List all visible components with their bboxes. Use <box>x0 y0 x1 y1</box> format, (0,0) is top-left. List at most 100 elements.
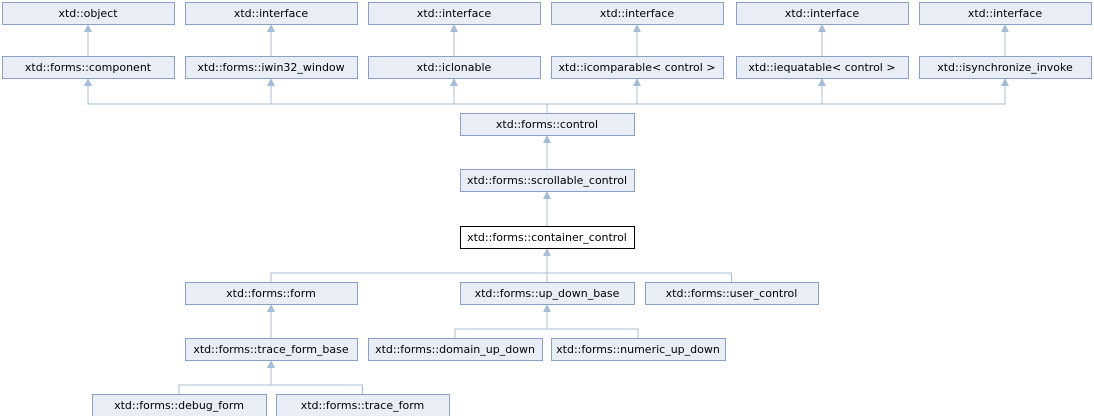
class-node-box <box>2 2 175 25</box>
inheritance-arrowhead-n4 <box>633 24 641 32</box>
inheritance-arrowhead-n14 <box>543 191 551 199</box>
current-class-node: xtd::forms::container_control <box>460 226 635 249</box>
class-node[interactable]: xtd::forms::trace_form_base <box>185 338 358 361</box>
class-node-label: xtd::forms::up_down_base <box>475 287 620 300</box>
class-node-box <box>919 2 1092 25</box>
class-node[interactable]: xtd::forms::numeric_up_down <box>551 338 726 361</box>
class-node-label: xtd::forms::user_control <box>666 287 798 300</box>
class-node[interactable]: xtd::interface <box>919 2 1092 25</box>
class-node-label: xtd::interface <box>785 7 860 20</box>
inheritance-arrowhead-n16 <box>267 304 275 312</box>
inheritance-arrowhead-n12 <box>1001 78 1009 86</box>
class-node-label: xtd::interface <box>234 7 309 20</box>
inheritance-arrowhead-n5 <box>818 24 826 32</box>
class-node-box <box>2 56 175 79</box>
class-node-label: xtd::iclonable <box>417 61 492 74</box>
class-node-label: xtd::forms::scrollable_control <box>467 174 627 187</box>
class-node[interactable]: xtd::iequatable< control > <box>736 56 909 79</box>
class-node[interactable]: xtd::interface <box>368 2 541 25</box>
class-node-label: xtd::forms::domain_up_down <box>375 343 535 356</box>
inheritance-edge-n18-n15 <box>546 254 732 282</box>
class-node[interactable]: xtd::forms::form <box>185 282 358 305</box>
class-node-label: xtd::forms::trace_form <box>301 399 425 412</box>
class-node-label: xtd::isynchronize_invoke <box>937 61 1073 74</box>
class-node-label: xtd::interface <box>417 7 492 20</box>
class-node[interactable]: xtd::forms::trace_form <box>276 394 450 416</box>
class-node[interactable]: xtd::forms::domain_up_down <box>368 338 543 361</box>
class-node-box <box>368 338 543 361</box>
class-node-box <box>551 2 724 25</box>
class-node-box <box>185 338 358 361</box>
class-node[interactable]: xtd::interface <box>551 2 724 25</box>
inheritance-arrowhead-n2 <box>267 24 275 32</box>
class-node[interactable]: xtd::isynchronize_invoke <box>919 56 1092 79</box>
class-node-label: xtd::forms::debug_form <box>114 399 244 412</box>
inheritance-arrowhead-n17 <box>543 304 551 312</box>
class-node-box <box>736 56 909 79</box>
class-node[interactable]: xtd::forms::control <box>460 113 635 136</box>
class-node-box <box>185 282 358 305</box>
class-node-box <box>551 338 726 361</box>
class-node-box <box>185 2 358 25</box>
class-node[interactable]: xtd::interface <box>185 2 358 25</box>
inheritance-arrowhead-n15 <box>543 248 551 256</box>
class-node[interactable]: xtd::forms::debug_form <box>92 394 267 416</box>
class-node[interactable]: xtd::icomparable< control > <box>551 56 724 79</box>
class-node-box <box>645 282 819 305</box>
inheritance-edge-n21-n17 <box>546 310 639 338</box>
inheritance-edge-n22-n19 <box>178 366 272 394</box>
inheritance-edge-n20-n17 <box>454 310 548 338</box>
class-node-label: xtd::interface <box>600 7 675 20</box>
class-node-label: xtd::interface <box>968 7 1043 20</box>
class-node-label: xtd::forms::control <box>496 118 598 131</box>
class-node-box <box>368 2 541 25</box>
inheritance-edge-n13-n12 <box>546 84 1006 113</box>
class-node-box <box>460 169 635 192</box>
class-node[interactable]: xtd::iclonable <box>368 56 541 79</box>
class-node[interactable]: xtd::forms::user_control <box>645 282 819 305</box>
inheritance-arrowhead-n11 <box>818 78 826 86</box>
class-node-box <box>460 282 635 305</box>
class-node[interactable]: xtd::forms::component <box>2 56 175 79</box>
inheritance-edge-n13-n10 <box>546 84 638 113</box>
class-node-label: xtd::forms::form <box>226 287 316 300</box>
inheritance-edge-n13-n7 <box>87 84 548 113</box>
class-node[interactable]: xtd::interface <box>736 2 909 25</box>
inheritance-arrowhead-n8 <box>267 78 275 86</box>
inheritance-arrowhead-n3 <box>450 24 458 32</box>
inheritance-edge-n13-n11 <box>546 84 823 113</box>
inheritance-arrowhead-n1 <box>84 24 92 32</box>
inheritance-edge-n13-n9 <box>453 84 548 113</box>
class-node-box <box>919 56 1092 79</box>
inheritance-arrowhead-n19 <box>267 360 275 368</box>
class-node[interactable]: xtd::forms::up_down_base <box>460 282 635 305</box>
class-node-box <box>276 394 450 416</box>
class-node-label: xtd::object <box>58 7 118 20</box>
class-node-box <box>460 113 635 136</box>
class-node-box <box>185 56 358 79</box>
class-node-box <box>460 226 635 249</box>
class-node[interactable]: xtd::forms::iwin32_window <box>185 56 358 79</box>
edges-layer <box>84 24 1009 394</box>
class-node-label: xtd::forms::trace_form_base <box>193 343 349 356</box>
class-node[interactable]: xtd::forms::scrollable_control <box>460 169 635 192</box>
class-node-label: xtd::forms::iwin32_window <box>197 61 344 74</box>
class-node-label: xtd::iequatable< control > <box>748 61 895 74</box>
class-node-label: xtd::forms::container_control <box>467 231 627 244</box>
inheritance-edge-n16-n15 <box>270 254 548 282</box>
class-node-box <box>368 56 541 79</box>
inheritance-edge-n23-n19 <box>270 366 363 394</box>
class-node-box <box>736 2 909 25</box>
inheritance-edge-n13-n8 <box>270 84 548 113</box>
inheritance-arrowhead-n10 <box>633 78 641 86</box>
inheritance-arrowhead-n9 <box>450 78 458 86</box>
class-node-label: xtd::forms::component <box>25 61 152 74</box>
inheritance-arrowhead-n13 <box>543 135 551 143</box>
class-node-label: xtd::icomparable< control > <box>558 61 715 74</box>
class-node-box <box>92 394 267 416</box>
class-node-label: xtd::forms::numeric_up_down <box>556 343 720 356</box>
inheritance-arrowhead-n7 <box>84 78 92 86</box>
class-node[interactable]: xtd::object <box>2 2 175 25</box>
